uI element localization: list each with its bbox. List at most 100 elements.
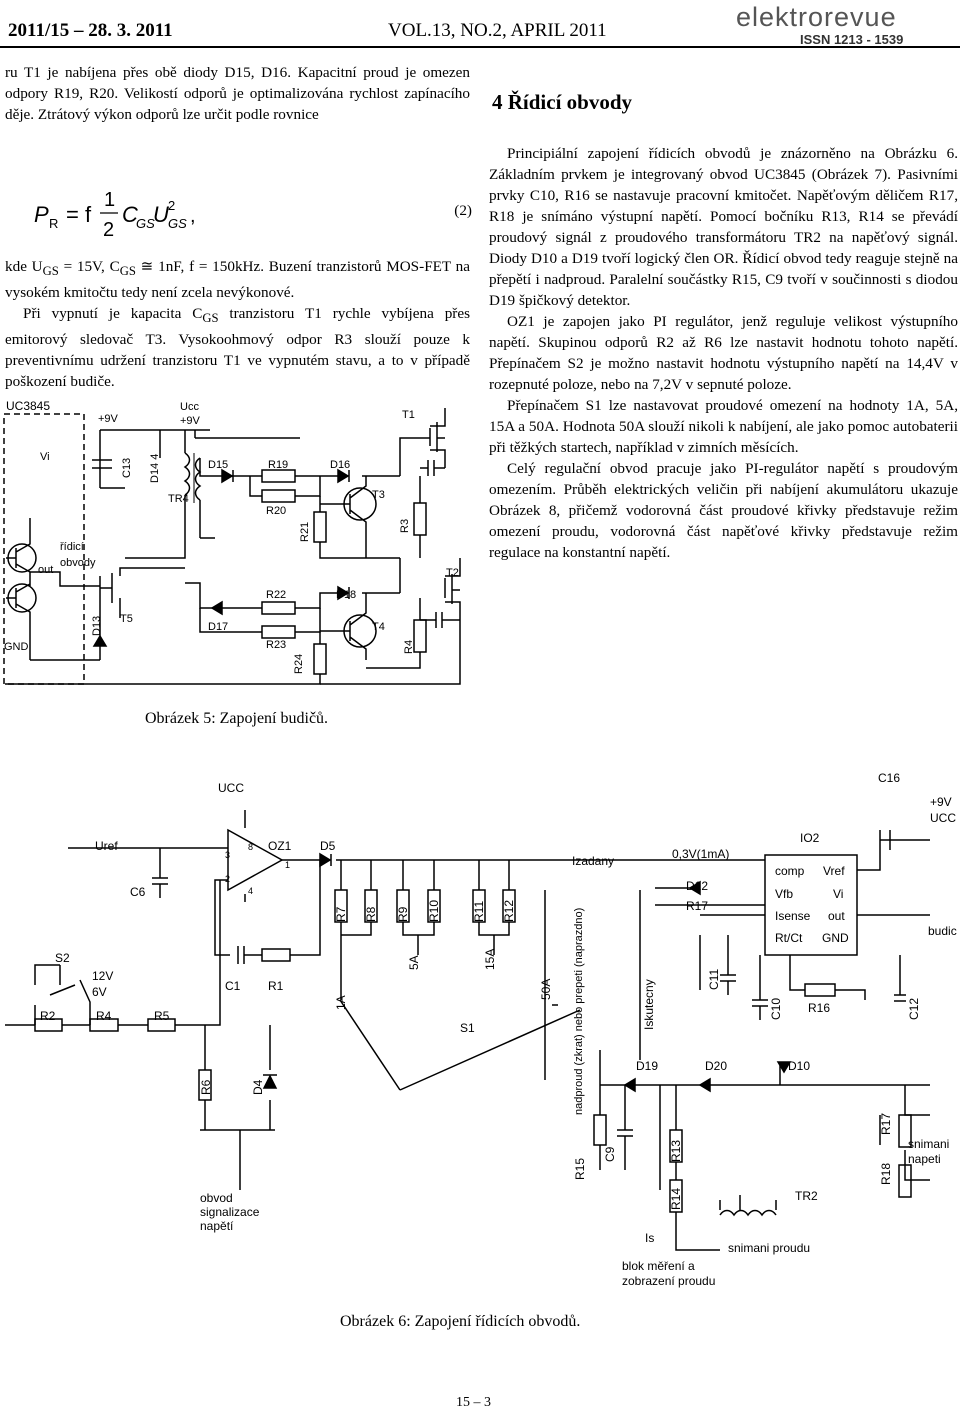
paragraph: Principiální zapojení řídicích obvodů je… [489,145,958,309]
svg-text:R17: R17 [879,1113,893,1135]
svg-text:TR4: TR4 [168,493,189,505]
svg-text:R5: R5 [154,1009,170,1023]
svg-text:C11: C11 [707,969,721,990]
paragraph: Celý regulační obvod pracuje jako PI-reg… [489,460,958,561]
eq-frac-num: 1 [104,189,115,211]
svg-text:R14: R14 [669,1188,683,1210]
svg-text:blok měření a: blok měření a [622,1259,695,1273]
eq-lhs-sub: R [49,216,58,231]
svg-text:Vi: Vi [833,887,843,901]
svg-text:12V: 12V [92,969,113,983]
figure5-labels: UC3845 +9V Ucc +9V T1 Vi C13 D14 4 D15 R… [4,399,459,674]
svg-text:D20: D20 [705,1059,727,1073]
svg-text:UC3845: UC3845 [6,399,50,413]
paragraph: Při vypnutí je kapacita CGS tranzistoru … [5,305,470,391]
svg-text:1A: 1A [334,995,348,1010]
svg-text:UCC: UCC [218,781,244,795]
oz1-opamp [227,828,284,892]
page-header: 2011/15 – 28. 3. 2011 VOL.13, NO.2, APRI… [0,0,960,72]
svg-text:obvod: obvod [200,1191,233,1205]
svg-text:Izadany: Izadany [572,854,614,868]
svg-text:napeti: napeti [908,1152,941,1166]
eq-term2-sup: 2 [168,198,175,213]
svg-text:Is: Is [645,1231,654,1245]
svg-text:Iskutecny: Iskutecny [642,979,656,1030]
eq-rhs: = f [66,202,92,227]
uref-wire [68,810,246,902]
svg-text:C10: C10 [769,998,783,1020]
svg-text:1: 1 [285,860,290,870]
svg-text:Ucc: Ucc [180,401,199,413]
svg-text:R4: R4 [403,640,415,654]
svg-text:2: 2 [225,874,230,884]
journal-logo: elektrorevue [736,2,897,32]
svg-text:IO2: IO2 [800,831,820,845]
eq-lhs: P [34,202,49,227]
figure6-labels: UCC C16 +9V UCC Uref OZ1 IO2 3 8 1 2 4 D… [40,771,957,1288]
svg-text:R10: R10 [427,900,441,922]
svg-text:6V: 6V [92,985,107,999]
svg-text:nadproud (zkrat) nebo prepeti: nadproud (zkrat) nebo prepeti (naprazdno… [573,908,585,1115]
svg-text:R8: R8 [364,906,378,922]
svg-text:C6: C6 [130,885,146,899]
figure6-schematic: UCC C16 +9V UCC Uref OZ1 IO2 3 8 1 2 4 D… [5,771,957,1288]
svg-text:8: 8 [248,842,253,852]
svg-text:D13: D13 [91,616,103,636]
svg-text:R7: R7 [334,906,348,922]
paragraph: ru T1 je nabíjena přes obě diody D15, D1… [5,64,470,123]
paragraph: OZ1 je zapojen jako PI regulátor, jenž r… [489,313,958,393]
figure6-wires [5,810,930,1251]
left-column-top: ru T1 je nabíjena přes obě diody D15, D1… [5,62,470,125]
svg-text:T3: T3 [372,489,385,501]
svg-text:T4: T4 [372,621,385,633]
svg-text:R4: R4 [96,1009,112,1023]
eq-term2: U [153,202,169,227]
svg-text:řídicí: řídicí [60,541,84,553]
svg-text:D16: D16 [330,459,350,471]
svg-text:D14 4: D14 4 [149,454,161,483]
svg-text:R15: R15 [573,1158,587,1180]
volume-info: VOL.13, NO.2, APRIL 2011 [388,20,607,41]
svg-text:out: out [828,909,845,923]
svg-text:T2: T2 [446,567,459,579]
svg-text:5A: 5A [407,955,421,970]
eq-frac-den: 2 [103,219,114,241]
svg-text:C9: C9 [603,1146,617,1162]
svg-text:R20: R20 [266,505,286,517]
issn: ISSN 1213 - 1539 [800,32,904,47]
svg-text:GND: GND [822,931,849,945]
svg-text:R17: R17 [686,899,708,913]
svg-text:C1: C1 [225,979,241,993]
svg-text:15A: 15A [483,949,497,970]
svg-text:+9V: +9V [98,413,119,425]
svg-text:R21: R21 [299,522,311,542]
svg-text:T5: T5 [120,613,133,625]
svg-text:zobrazení proudu: zobrazení proudu [622,1274,715,1288]
svg-text:50A: 50A [539,979,553,1000]
svg-text:R13: R13 [669,1140,683,1162]
eq-term-sub: GS [136,216,155,231]
svg-text:R2: R2 [40,1009,56,1023]
svg-text:S2: S2 [55,951,70,965]
svg-text:R3: R3 [399,519,411,533]
svg-text:R22: R22 [266,589,286,601]
svg-text:OZ1: OZ1 [268,839,292,853]
svg-text:Vfb: Vfb [775,887,793,901]
svg-text:R16: R16 [808,1001,830,1015]
svg-text:3: 3 [225,850,230,860]
svg-text:C13: C13 [121,458,133,478]
svg-text:Uref: Uref [95,839,118,853]
svg-text:R9: R9 [396,906,410,922]
svg-text:signalizace: signalizace [200,1205,260,1219]
svg-text:napětí: napětí [200,1219,234,1233]
svg-text:D4: D4 [251,1079,265,1095]
svg-text:TR2: TR2 [795,1189,818,1203]
svg-text:D17: D17 [208,621,228,633]
svg-text:snimani: snimani [908,1137,949,1151]
eq-term: C [122,202,138,227]
eq-comma: , [190,205,196,227]
svg-text:T1: T1 [402,409,415,421]
svg-text:Vi: Vi [40,451,50,463]
svg-text:4: 4 [248,886,253,896]
svg-text:+9V: +9V [180,415,201,427]
